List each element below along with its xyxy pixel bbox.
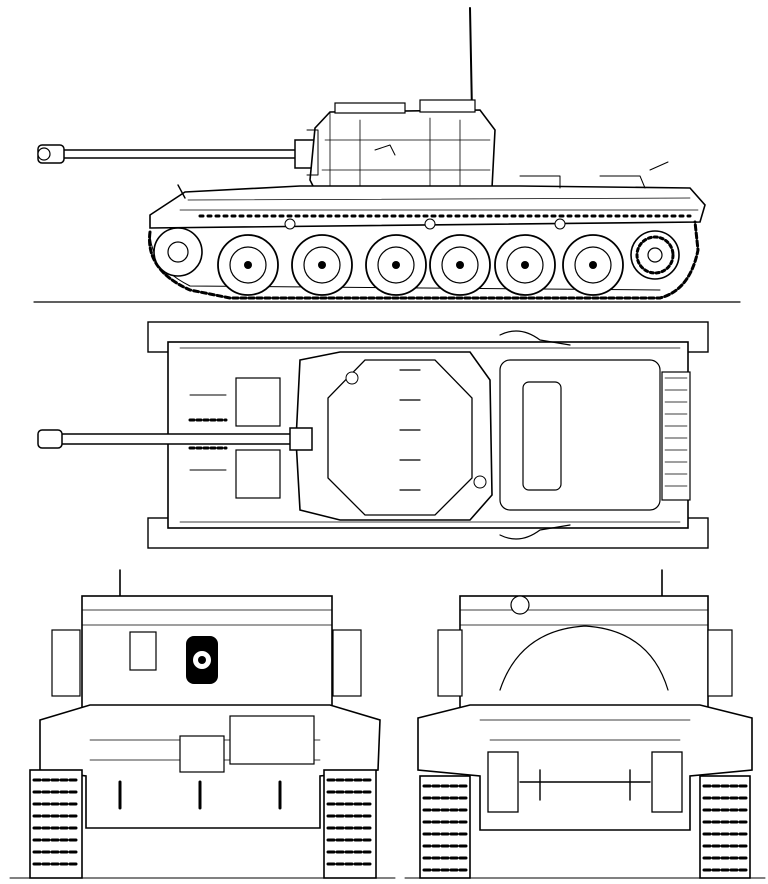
rear-left-track (419, 775, 471, 879)
top-turret (295, 351, 493, 521)
road-wheel (291, 234, 353, 296)
side-gun-barrel (37, 139, 316, 169)
side-view (33, 7, 741, 303)
side-antenna (469, 7, 473, 113)
front-gun-muzzle (186, 636, 218, 684)
top-view (37, 321, 709, 549)
side-road-wheels (217, 218, 624, 296)
top-front-hatches (188, 377, 281, 499)
side-track (148, 220, 700, 300)
top-engine-deck (499, 330, 691, 540)
road-wheel (217, 234, 279, 296)
top-gun-barrel (37, 427, 313, 451)
front-view (9, 569, 396, 879)
rear-view (404, 569, 766, 879)
road-wheel (365, 234, 427, 296)
side-turret (306, 99, 496, 197)
front-left-track (29, 769, 83, 879)
rear-turret (459, 595, 709, 709)
side-hull (149, 161, 706, 229)
front-right-track (323, 769, 377, 879)
road-wheel (494, 234, 556, 296)
road-wheel (562, 234, 624, 296)
road-wheel (429, 234, 491, 296)
rear-right-track (699, 775, 751, 879)
